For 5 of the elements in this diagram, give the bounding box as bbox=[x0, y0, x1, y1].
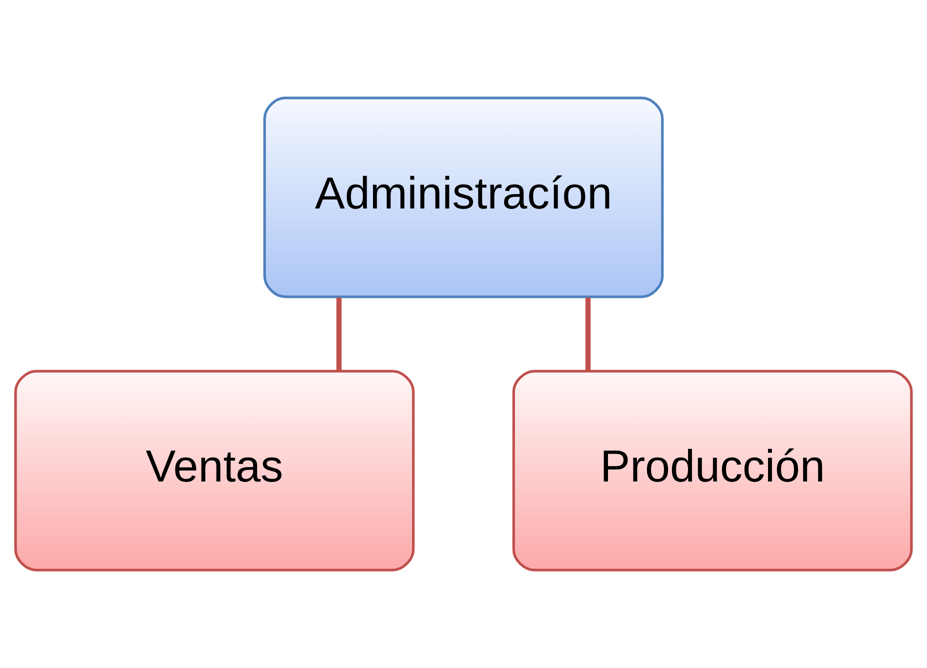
node-box: Administracíon bbox=[263, 96, 664, 298]
node-box: Producción bbox=[512, 370, 913, 572]
node-box: Ventas bbox=[14, 370, 415, 572]
connector bbox=[585, 298, 591, 371]
connector bbox=[336, 298, 342, 371]
